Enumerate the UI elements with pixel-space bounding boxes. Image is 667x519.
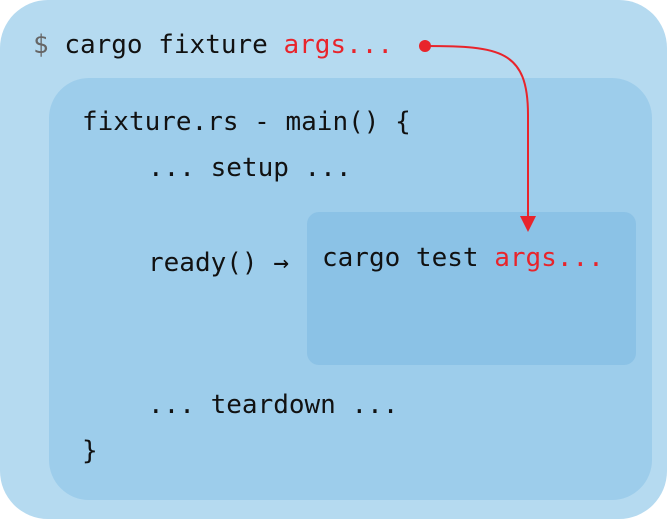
cargo-test-line: cargo test args... xyxy=(322,243,604,273)
arrowhead-icon xyxy=(520,216,536,232)
cargo-test-command: cargo test xyxy=(322,243,479,273)
ready-label: ready() → xyxy=(148,248,289,278)
arrow-path xyxy=(424,45,529,218)
closing-brace: } xyxy=(82,436,98,466)
shell-prompt: $ xyxy=(33,30,49,60)
fixture-args: args... xyxy=(283,30,394,60)
cargo-fixture-command: cargo fixture xyxy=(64,30,268,60)
setup-line: ... setup ... xyxy=(148,153,352,183)
test-args: args... xyxy=(494,243,604,273)
teardown-line: ... teardown ... xyxy=(148,390,399,420)
shell-command-line: $ cargo fixture args... xyxy=(33,30,393,60)
cargo-test-box xyxy=(307,212,636,365)
fixture-header: fixture.rs - main() { xyxy=(82,107,411,137)
